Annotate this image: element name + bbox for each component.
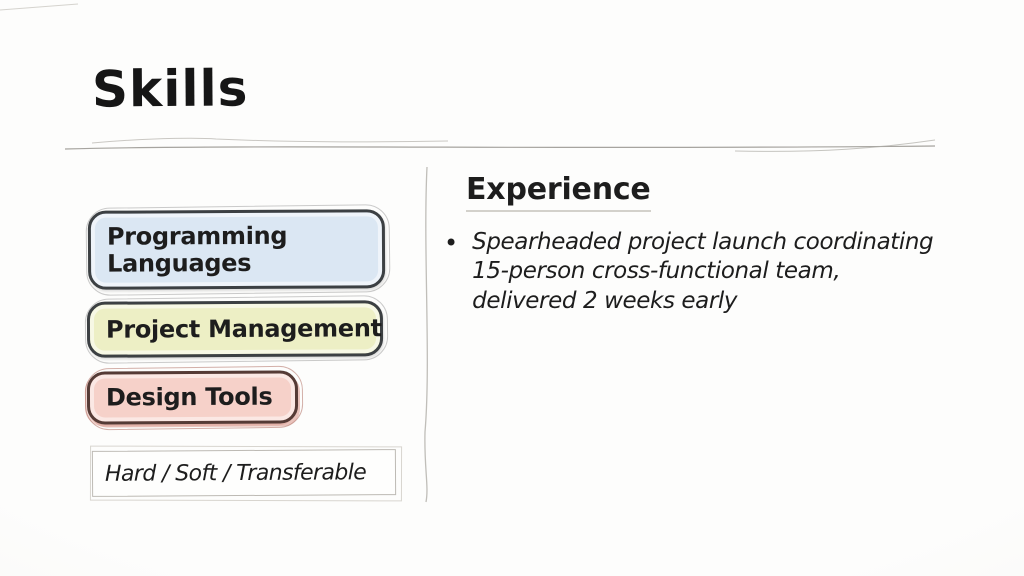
experience-section: Experience • Spearheaded project launch …: [444, 172, 964, 316]
experience-bullet-text: Spearheaded project launch coordinating …: [472, 229, 934, 314]
skill-types-label: Hard / Soft / Transferable: [104, 459, 367, 487]
skill-box-label: Programming Languages: [106, 221, 288, 278]
skill-box-label: Project Management: [105, 313, 382, 344]
title-underline-echo-right: [734, 139, 936, 152]
column-divider-line: [424, 166, 428, 503]
bullet-icon: •: [444, 229, 459, 257]
corner-stroke: [0, 3, 79, 11]
skill-box-programming-languages: Programming Languages: [87, 209, 386, 290]
skill-types-box: Hard / Soft / Transferable: [91, 449, 397, 497]
title-underline-echo-left: [91, 137, 449, 144]
skill-box-label: Design Tools: [105, 382, 273, 412]
skill-box-project-management: Project Management: [86, 300, 384, 358]
page-title: Skills: [91, 59, 249, 119]
title-underline-line: [64, 145, 936, 150]
skill-box-design-tools: Design Tools: [86, 370, 299, 425]
experience-heading: Experience: [466, 172, 651, 212]
experience-bullet-item: • Spearheaded project launch coordinatin…: [444, 228, 964, 316]
